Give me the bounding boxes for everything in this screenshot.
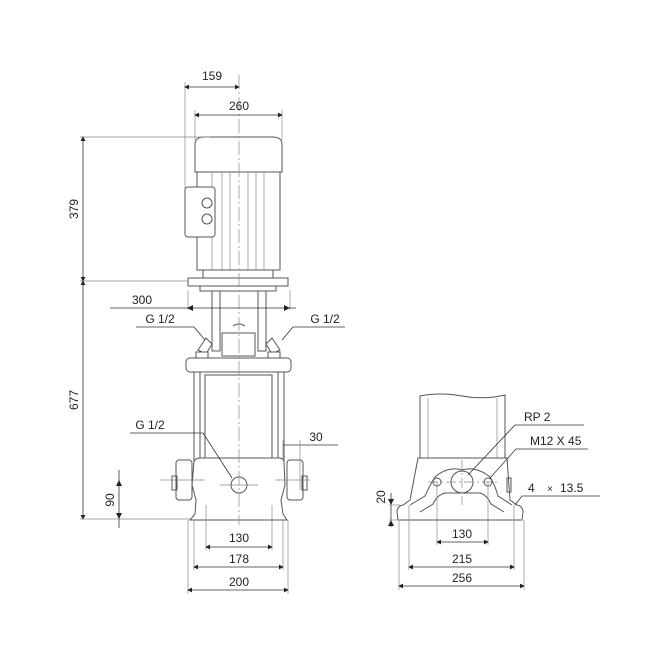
dim-90: 90: [103, 493, 117, 507]
dim-379: 379: [67, 199, 81, 219]
dim-260: 260: [229, 99, 249, 113]
side-dimension-lines: [388, 424, 600, 590]
front-view: 159 260 379 300 G 1/2 G 1/2 677 G 1/2 30…: [67, 69, 345, 594]
dim-20: 20: [374, 490, 388, 504]
dim-130: 130: [229, 531, 249, 545]
callout-holes-times: ×: [547, 484, 553, 495]
callout-m12: M12 X 45: [530, 434, 582, 448]
pump-head: [185, 290, 292, 373]
dim-256: 256: [452, 571, 472, 585]
pump-base: [160, 457, 310, 521]
motor: [184, 136, 289, 292]
dimension-lines: [80, 82, 345, 594]
dim-130-side: 130: [452, 527, 472, 541]
callout-holes-count: 4: [528, 481, 535, 495]
dim-300: 300: [132, 293, 152, 307]
dim-200: 200: [229, 575, 249, 589]
dim-178: 178: [229, 552, 249, 566]
dim-159: 159: [202, 69, 222, 83]
side-view: 20 130 215 256 RP 2 M12 X 45 4 × 13.5: [374, 393, 600, 590]
callout-rp2: RP 2: [524, 410, 551, 424]
terminal-box: [184, 186, 216, 238]
callout-vent-right: G 1/2: [310, 312, 340, 326]
dim-677: 677: [67, 390, 81, 410]
dim-215: 215: [452, 552, 472, 566]
dim-30: 30: [309, 430, 323, 444]
callout-vent-left: G 1/2: [145, 312, 175, 326]
callout-holes-size: 13.5: [560, 481, 584, 495]
callout-drain: G 1/2: [135, 418, 165, 432]
